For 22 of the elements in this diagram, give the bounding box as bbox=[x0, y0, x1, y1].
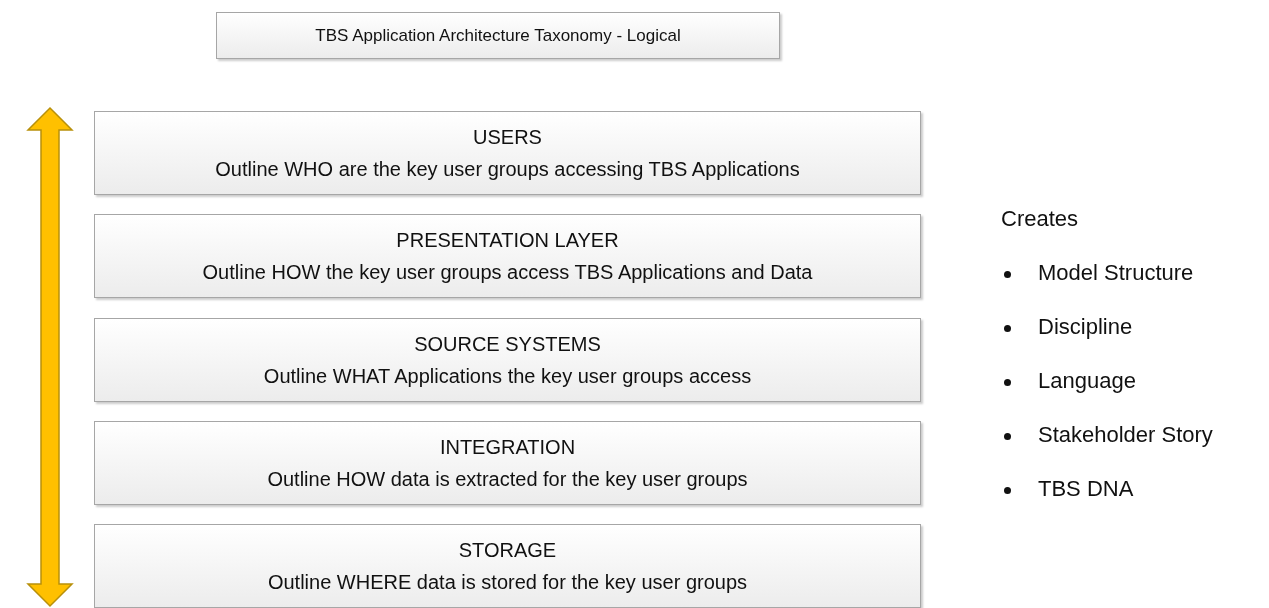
list-item: TBS DNA bbox=[1038, 476, 1134, 502]
layer-heading: INTEGRATION bbox=[439, 435, 576, 460]
layer-description: Outline HOW the key user groups access TBS Applications and Data bbox=[202, 260, 813, 285]
layer-box bbox=[94, 421, 921, 505]
layer-box bbox=[94, 318, 921, 402]
list-item: Stakeholder Story bbox=[1038, 422, 1213, 448]
layer-description: Outline WHAT Applications the key user groups access bbox=[263, 364, 752, 389]
layer-description: Outline WHO are the key user groups accessing TBS Applications bbox=[215, 157, 800, 182]
layer-heading: STORAGE bbox=[458, 538, 557, 563]
layer-description: Outline HOW data is extracted for the key user groups bbox=[267, 467, 748, 492]
list-item: Model Structure bbox=[1038, 260, 1194, 286]
layer-box bbox=[94, 214, 921, 298]
layer-heading: PRESENTATION LAYER bbox=[396, 228, 619, 253]
list-heading: Creates bbox=[1001, 206, 1079, 232]
list-item: Language bbox=[1038, 368, 1136, 394]
list-item: Discipline bbox=[1038, 314, 1133, 340]
layer-description: Outline WHERE data is stored for the key user groups bbox=[267, 570, 748, 595]
layer-heading: SOURCE SYSTEMS bbox=[414, 332, 601, 357]
layer-heading: USERS bbox=[473, 125, 542, 150]
title-box: TBS Application Architecture Taxonomy - Logical bbox=[216, 12, 780, 59]
layer-box bbox=[94, 111, 921, 195]
layer-box bbox=[94, 524, 921, 608]
